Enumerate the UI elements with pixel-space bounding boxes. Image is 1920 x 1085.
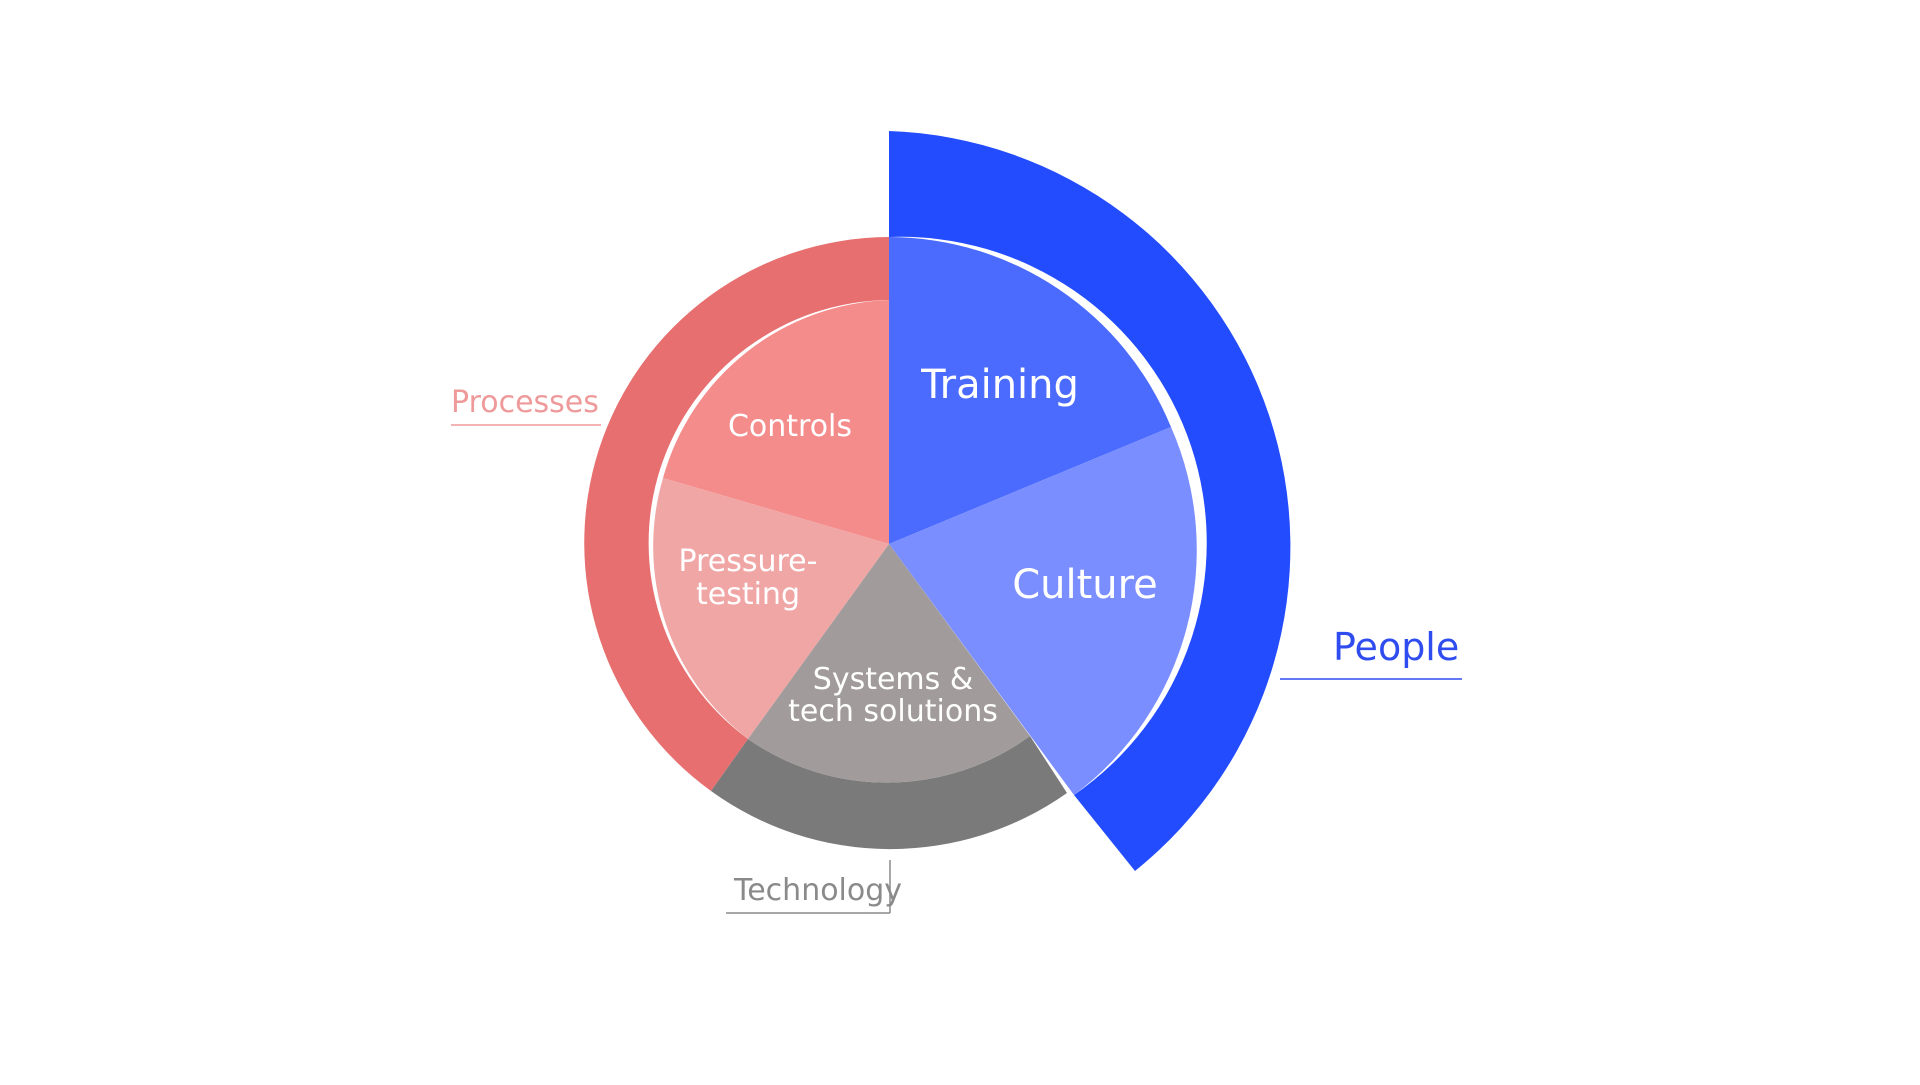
- controls-segment: [663, 300, 889, 544]
- training-segment: [889, 237, 1171, 544]
- culture-label: Culture: [1012, 562, 1158, 608]
- systems-segment: [748, 544, 1030, 783]
- culture-segment: [889, 427, 1197, 795]
- pressure-testing-segment: [653, 478, 889, 739]
- people-callout-label: People: [1333, 625, 1459, 669]
- people-outer-ring: [889, 131, 1291, 871]
- controls-label: Controls: [728, 409, 852, 444]
- processes-callout-label: Processes: [451, 385, 599, 420]
- pressure-testing-label-line2: testing: [696, 577, 800, 612]
- technology-callout-label: Technology: [733, 873, 902, 908]
- technology-outer-ring: [711, 736, 1067, 850]
- training-label: Training: [920, 362, 1079, 408]
- processes-outer-ring: [584, 237, 889, 791]
- systems-label-line1: Systems &: [813, 662, 973, 697]
- pressure-testing-label-line1: Pressure-: [679, 544, 818, 579]
- systems-label-line2: tech solutions: [788, 694, 998, 729]
